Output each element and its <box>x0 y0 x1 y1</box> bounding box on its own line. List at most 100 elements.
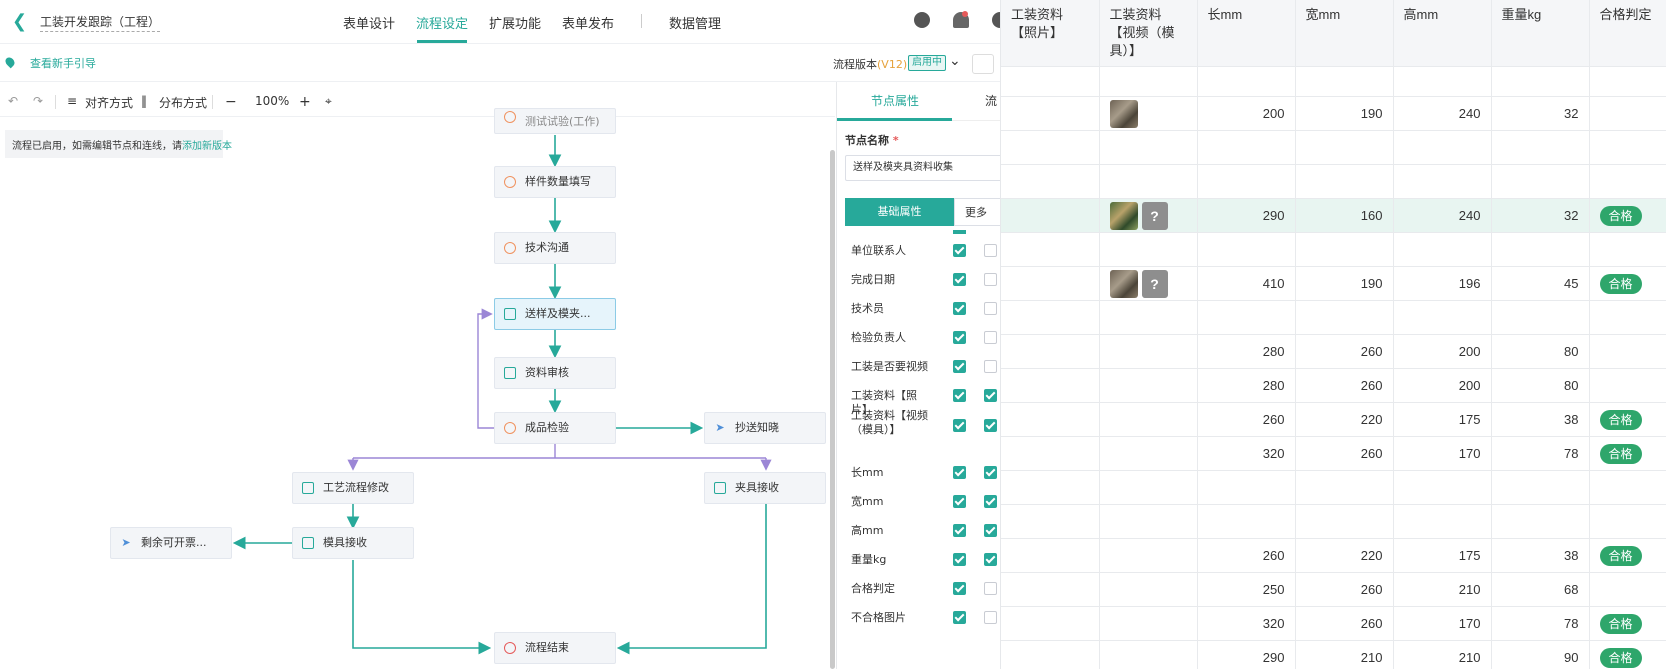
editable-checkbox[interactable] <box>984 360 997 373</box>
chevron-down-icon[interactable]: ⌄ <box>949 53 961 69</box>
nav-form-design[interactable]: 表单设计 <box>343 17 396 32</box>
editable-checkbox[interactable] <box>984 331 997 344</box>
table-row[interactable] <box>1001 66 1666 97</box>
editable-checkbox[interactable] <box>984 302 997 315</box>
col-header-height[interactable]: 高mm <box>1393 0 1492 67</box>
editable-checkbox[interactable] <box>984 273 997 286</box>
undo-icon[interactable]: ↶ <box>8 94 19 108</box>
align-button[interactable]: 对齐方式 <box>85 96 134 110</box>
col-header-weight[interactable]: 重量kg <box>1491 0 1590 67</box>
visible-checkbox[interactable] <box>953 273 966 286</box>
unknown-file-icon[interactable]: ? <box>1141 269 1168 298</box>
col-header-width[interactable]: 宽mm <box>1295 0 1394 67</box>
add-version-link[interactable]: 添加新版本 <box>182 141 232 152</box>
nav-data-management[interactable]: 数据管理 <box>669 17 722 32</box>
distribute-button[interactable]: 分布方式 <box>159 96 208 110</box>
visible-checkbox[interactable] <box>953 495 966 508</box>
visible-checkbox[interactable] <box>953 244 966 257</box>
status-badge: 启用中 <box>908 55 946 71</box>
flow-node-sample-collection[interactable]: 送样及模夹... <box>494 298 616 330</box>
locate-icon[interactable]: ⌖ <box>325 94 332 108</box>
unknown-file-icon[interactable]: ? <box>1141 201 1168 230</box>
editable-checkbox[interactable] <box>984 389 997 402</box>
sub-bar: 查看新手引导 流程版本(V12) 启用中 ⌄ <box>0 44 1000 82</box>
zoom-out-icon[interactable]: − <box>225 94 237 110</box>
app-title[interactable]: 工装开发跟踪（工程） <box>40 13 161 32</box>
editable-checkbox[interactable] <box>984 244 997 257</box>
table-row[interactable] <box>1001 470 1666 505</box>
visible-checkbox[interactable] <box>953 582 966 595</box>
flow-node-doc-review[interactable]: 资料审核 <box>494 357 616 389</box>
basic-properties-button[interactable]: 基础属性 <box>845 198 954 226</box>
chevron-left-icon[interactable]: ❮ <box>12 11 28 32</box>
flow-node-process-change[interactable]: 工艺流程修改 <box>292 472 414 504</box>
visible-checkbox[interactable] <box>953 360 966 373</box>
more-properties-button[interactable]: 更多 <box>954 198 1004 226</box>
flow-node-remaining-invoice[interactable]: ➤剩余可开票... <box>110 527 232 559</box>
flow-node-sample-count[interactable]: 样件数量填写 <box>494 166 616 198</box>
pass-badge: 合格 <box>1599 443 1642 464</box>
cell-kg <box>1491 232 1590 267</box>
editable-checkbox[interactable] <box>984 611 997 624</box>
cell-video <box>1099 66 1198 97</box>
redo-icon[interactable]: ↷ <box>33 94 44 108</box>
visible-checkbox[interactable] <box>953 331 966 344</box>
nav-flow-settings[interactable]: 流程设定 <box>416 17 469 32</box>
cell-photo <box>1001 572 1100 607</box>
image-thumbnail[interactable] <box>1109 201 1138 230</box>
table-row[interactable] <box>1001 164 1666 199</box>
flow-node-partial[interactable]: 测试试验(工作) <box>494 108 616 134</box>
visible-checkbox[interactable] <box>953 302 966 315</box>
editable-checkbox[interactable] <box>984 524 997 537</box>
flow-node-tech-communication[interactable]: 技术沟通 <box>494 232 616 264</box>
visible-checkbox[interactable] <box>953 553 966 566</box>
panel-toggle-button[interactable] <box>972 54 994 74</box>
tab-node-properties[interactable]: 节点属性 <box>871 94 920 108</box>
editable-checkbox[interactable] <box>984 553 997 566</box>
col-header-video[interactable]: 工装资料【视频（模具）】 <box>1099 0 1198 67</box>
table-row[interactable] <box>1001 504 1666 539</box>
compass-icon[interactable] <box>914 12 930 28</box>
editable-checkbox[interactable] <box>984 419 997 432</box>
nav-form-publish[interactable]: 表单发布 <box>562 17 615 32</box>
col-header-photo[interactable]: 工装资料【照片】 <box>1001 0 1100 67</box>
visible-checkbox[interactable] <box>953 524 966 537</box>
cell-l <box>1197 130 1296 165</box>
editable-checkbox[interactable] <box>984 495 997 508</box>
flow-node-mold-receipt[interactable]: 模具接收 <box>292 527 414 559</box>
editable-checkbox[interactable] <box>984 466 997 479</box>
nav-extensions[interactable]: 扩展功能 <box>489 17 542 32</box>
node-name-input[interactable]: 送样及模夹具资料收集 <box>845 155 1004 181</box>
table-row[interactable] <box>1001 232 1666 267</box>
visible-checkbox[interactable] <box>953 466 966 479</box>
image-thumbnail[interactable] <box>1109 269 1138 298</box>
col-header-length[interactable]: 长mm <box>1197 0 1296 67</box>
flow-node-end[interactable]: 流程结束 <box>494 632 616 664</box>
visible-checkbox[interactable] <box>953 419 966 432</box>
col-header-judgement[interactable]: 合格判定 <box>1589 0 1666 67</box>
tab-flow-properties[interactable]: 流 <box>985 94 998 108</box>
visible-checkbox[interactable] <box>953 389 966 402</box>
flow-node-cc-notify[interactable]: ➤抄送知晓 <box>704 412 826 444</box>
image-thumbnail[interactable] <box>1109 99 1138 128</box>
table-row[interactable] <box>1001 130 1666 165</box>
flow-node-product-inspection[interactable]: 成品检验 <box>494 412 616 444</box>
flow-node-fixture-receipt[interactable]: 夹具接收 <box>704 472 826 504</box>
canvas-scrollbar[interactable] <box>830 150 835 669</box>
editable-checkbox[interactable] <box>984 582 997 595</box>
guide-link[interactable]: 查看新手引导 <box>30 57 96 70</box>
table-row[interactable] <box>1001 300 1666 335</box>
zoom-in-icon[interactable]: + <box>299 94 311 110</box>
visible-checkbox[interactable] <box>953 611 966 624</box>
